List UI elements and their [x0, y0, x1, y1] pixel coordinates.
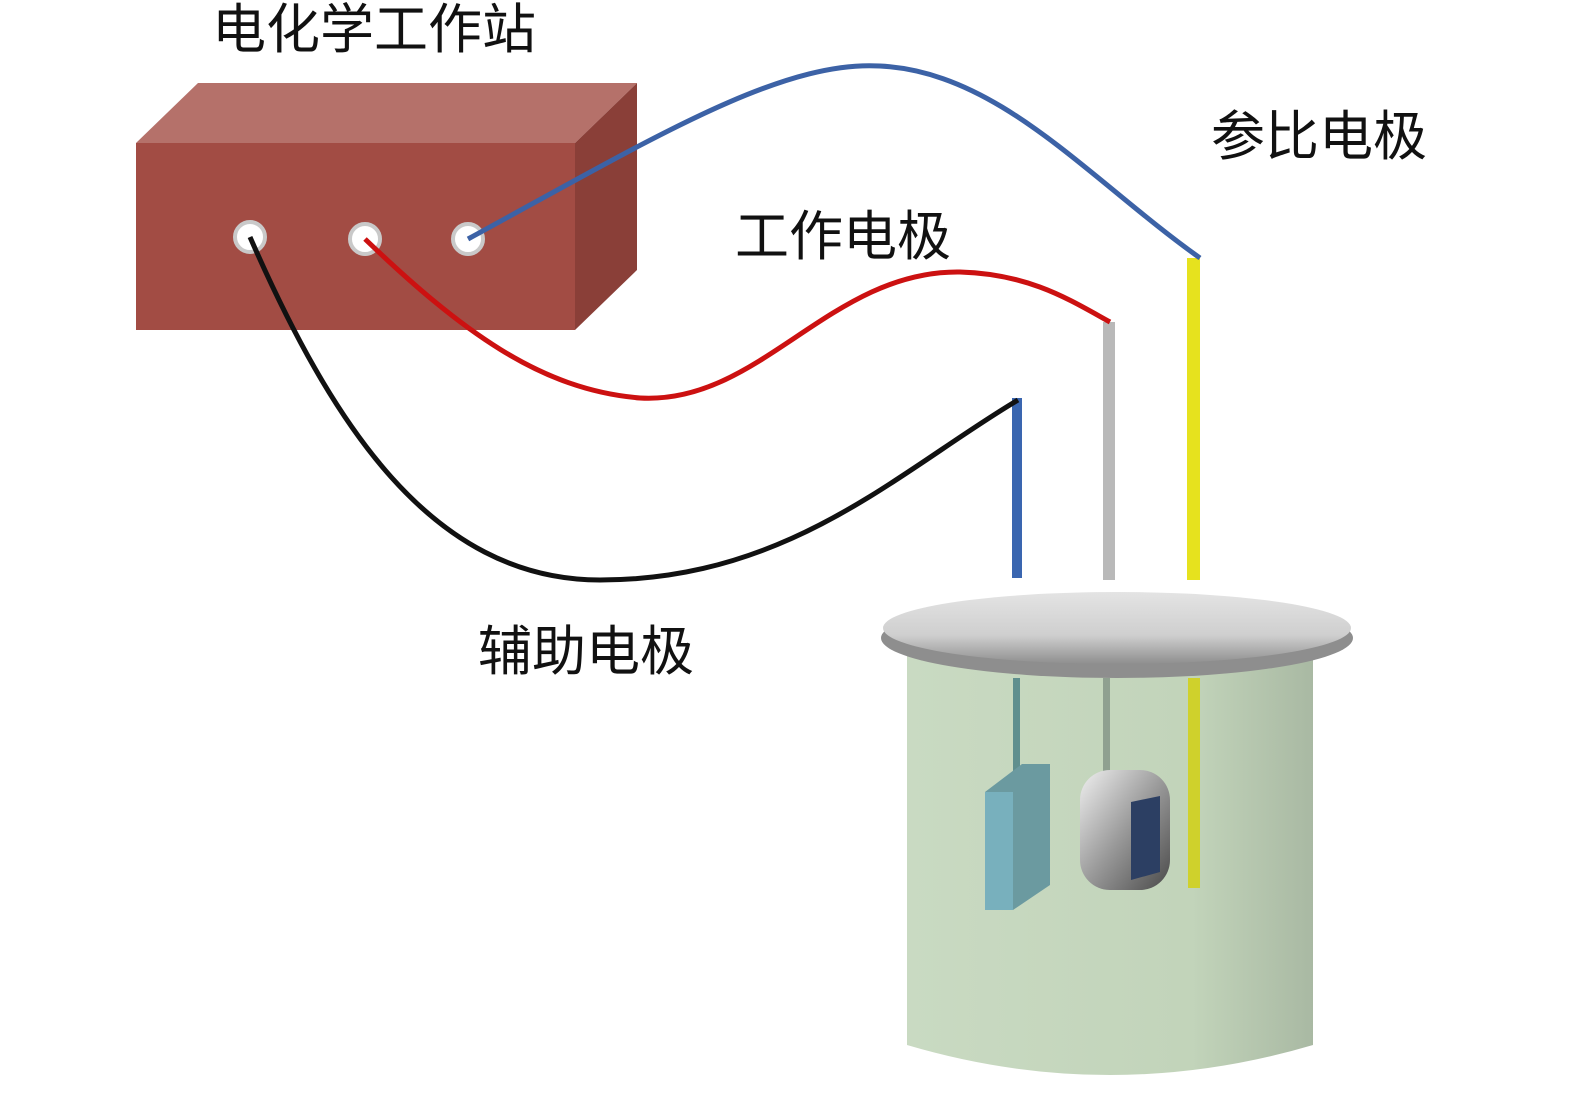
cell-lid: [883, 592, 1351, 664]
working-wire: [363, 237, 1112, 401]
working-rod-immersed: [1103, 678, 1110, 778]
working-electrode-disk: [1131, 796, 1160, 880]
box-top-face: [136, 83, 637, 143]
counter-rod: [1012, 398, 1022, 578]
reference-electrode-label: 参比电极: [1211, 105, 1427, 168]
workstation-label: 电化学工作站: [212, 0, 536, 61]
working-rod: [1103, 322, 1115, 580]
electrolytic-cell-icon: [881, 592, 1353, 1075]
counter-electrode-label: 辅助电极: [478, 620, 694, 683]
reference-wire: [466, 63, 1202, 261]
reference-rod: [1187, 258, 1200, 580]
working-electrode-label: 工作电极: [735, 205, 951, 268]
counter-wire: [247, 235, 1020, 583]
reference-rod-immersed: [1188, 678, 1200, 888]
counter-rod-immersed: [1013, 678, 1020, 788]
counter-plate-face: [985, 792, 1013, 910]
box-side-face: [575, 83, 637, 330]
workstation-box-icon: [136, 83, 637, 330]
